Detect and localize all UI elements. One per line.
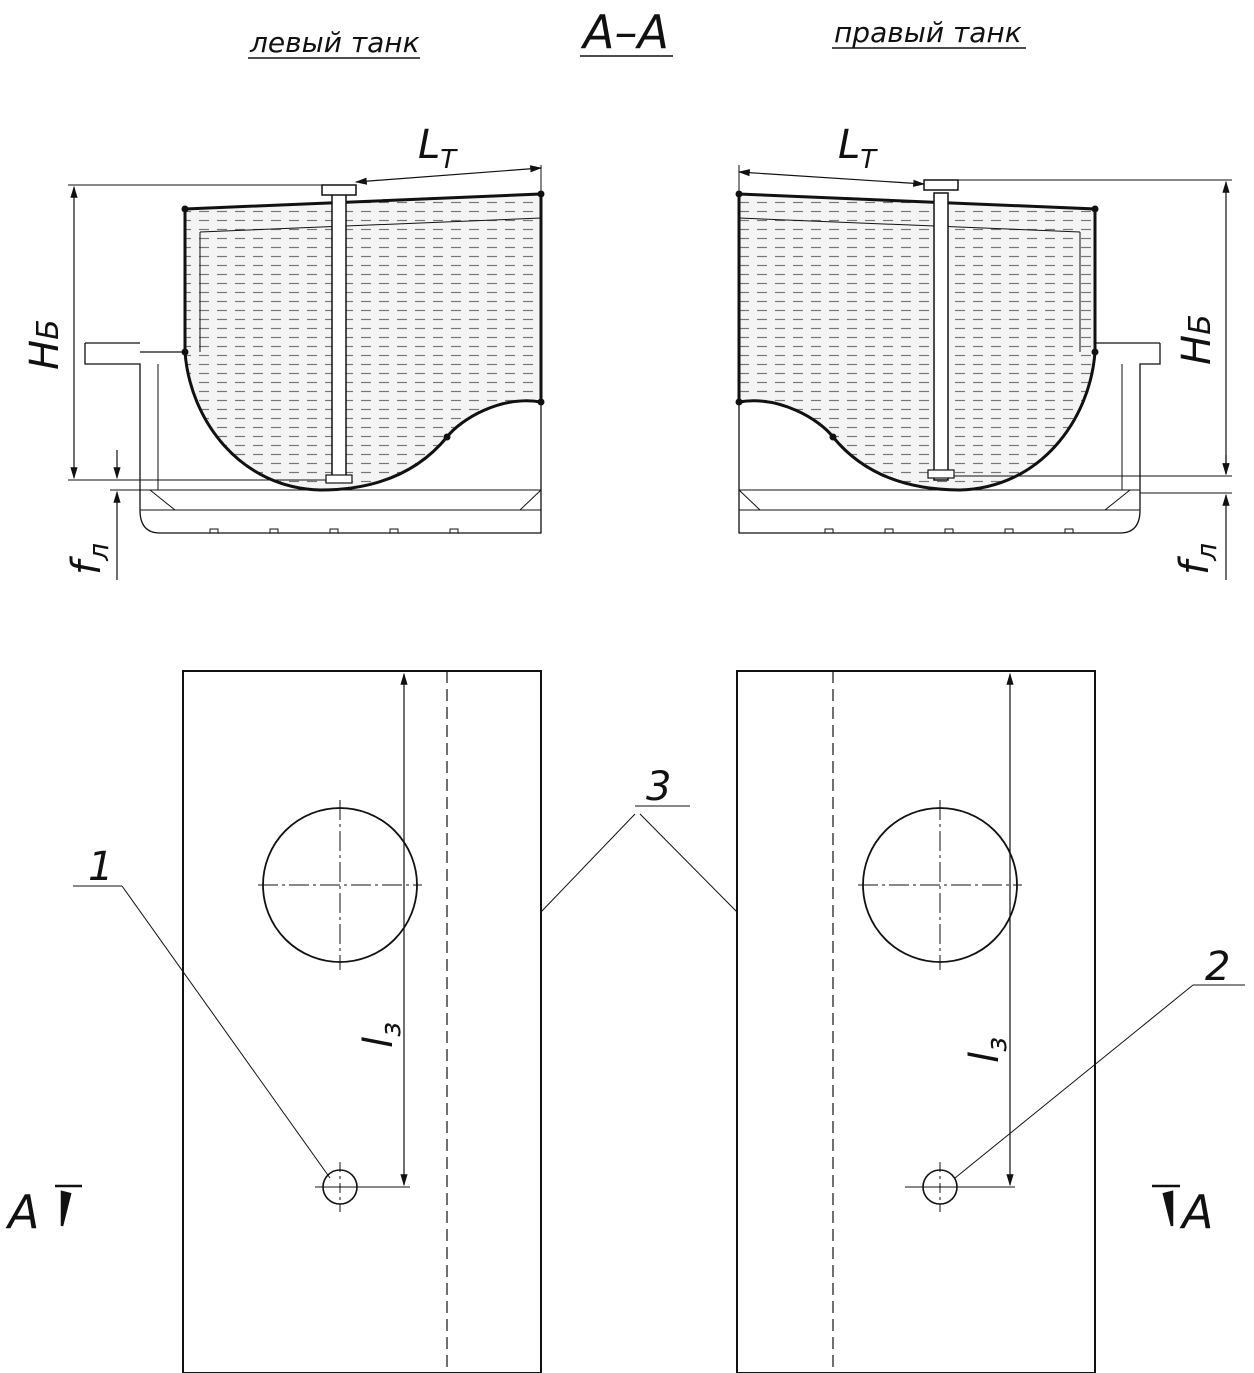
left-tank-outline [183, 192, 543, 492]
section-title: A–A [580, 5, 669, 59]
left-section-mark: A [5, 1185, 39, 1239]
right-sounding-pipe [933, 192, 949, 481]
right-tank-liquid [739, 194, 1095, 490]
left-dim-fl: fл [64, 543, 115, 575]
right-plan-view: lз 2 A [736, 670, 1245, 1373]
header: левый танк A–A правый танк [248, 5, 1026, 59]
right-tank-outline [737, 192, 1097, 492]
left-dim-l3: lз [356, 1022, 407, 1048]
right-dim-l3: lз [962, 1037, 1013, 1063]
left-dim-lt: LT [418, 122, 458, 175]
callout-2: 2 [1205, 944, 1230, 990]
left-plan-outline [182, 670, 542, 1373]
right-plan-outline [736, 670, 1096, 1373]
callout-1: 1 [88, 844, 113, 890]
left-sounding-pipe [331, 192, 347, 481]
left-tank-liquid [185, 194, 541, 490]
left-dim-hb: HБ [22, 319, 68, 370]
right-tank-label: правый танк [834, 16, 1022, 49]
callout-3-group: 3 [540, 764, 738, 913]
left-plan-view: lз 1 A [5, 670, 542, 1373]
right-dim-fl: fл [1172, 543, 1223, 575]
left-tank-section: LT HБ fл [22, 122, 545, 580]
right-dim-lt: LT [838, 122, 878, 175]
left-tank-label: левый танк [249, 26, 420, 59]
right-section-mark: A [1179, 1185, 1213, 1239]
callout-3: 3 [646, 764, 671, 810]
right-dim-hb: HБ [1174, 314, 1220, 365]
right-tank-section: LT HБ fл [735, 122, 1232, 580]
